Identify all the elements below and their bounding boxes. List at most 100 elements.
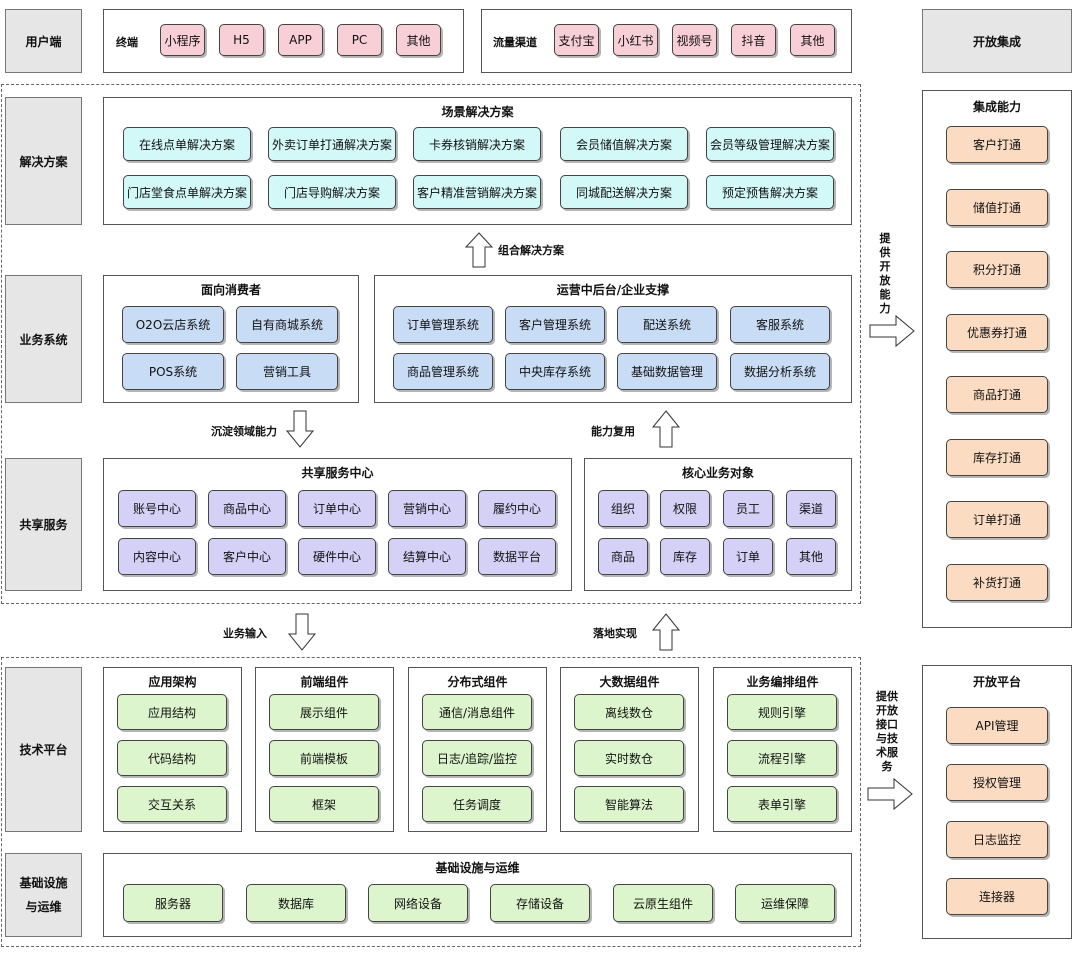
solution-chip[interactable]: 同城配送解决方案: [560, 175, 688, 209]
integration-chip[interactable]: 补货打通: [946, 564, 1048, 601]
business-chip[interactable]: 中央库存系统: [505, 353, 605, 390]
tech-chip[interactable]: 代码结构: [117, 740, 227, 776]
business-chip[interactable]: 商品管理系统: [393, 353, 493, 390]
open-platform-chip[interactable]: 授权管理: [946, 764, 1048, 801]
core-chip[interactable]: 渠道: [786, 490, 836, 527]
solution-chip[interactable]: 门店导购解决方案: [268, 175, 396, 209]
arrow-down-icon: [287, 613, 317, 651]
business-chip[interactable]: POS系统: [122, 353, 224, 390]
business-chip[interactable]: 客服系统: [730, 306, 830, 343]
arrow-label-provide-open: 提供开放能力: [879, 232, 891, 315]
infra-chip[interactable]: 运维保障: [735, 884, 835, 922]
core-chip[interactable]: 组织: [598, 490, 648, 527]
traffic-label: 流量渠道: [493, 36, 537, 49]
traffic-chip[interactable]: 抖音: [731, 24, 776, 56]
solution-chip[interactable]: 门店堂食点单解决方案: [123, 175, 251, 209]
business-chip[interactable]: 基础数据管理: [617, 353, 717, 390]
row-label-infra-line1: 基础设施: [19, 876, 68, 890]
shared-chip[interactable]: 营销中心: [388, 490, 466, 527]
tech-chip[interactable]: 表单引擎: [727, 786, 837, 822]
shared-chip[interactable]: 硬件中心: [298, 538, 376, 575]
solution-chip[interactable]: 在线点单解决方案: [123, 127, 251, 161]
integration-chip[interactable]: 商品打通: [946, 376, 1048, 413]
shared-chip[interactable]: 内容中心: [118, 538, 196, 575]
business-chip[interactable]: O2O云店系统: [122, 306, 224, 343]
terminal-chip[interactable]: PC: [337, 24, 382, 56]
traffic-chip[interactable]: 其他: [790, 24, 835, 56]
shared-chip[interactable]: 履约中心: [478, 490, 556, 527]
solution-chip[interactable]: 预定预售解决方案: [706, 175, 834, 209]
infra-chip[interactable]: 存储设备: [490, 884, 590, 922]
core-chip[interactable]: 商品: [598, 538, 648, 575]
tech-chip[interactable]: 框架: [269, 786, 379, 822]
business-chip[interactable]: 自有商城系统: [236, 306, 338, 343]
business-chip[interactable]: 数据分析系统: [730, 353, 830, 390]
tech-chip[interactable]: 实时数仓: [574, 740, 684, 776]
row-label-solution: 解决方案: [5, 97, 82, 225]
row-label-infra: 基础设施 与运维: [5, 853, 82, 937]
core-chip[interactable]: 权限: [660, 490, 710, 527]
tech-group-title: 大数据组件: [599, 675, 660, 689]
shared-chip[interactable]: 客户中心: [208, 538, 286, 575]
core-chip[interactable]: 订单: [723, 538, 773, 575]
tech-chip[interactable]: 规则引擎: [727, 694, 837, 730]
traffic-chip[interactable]: 视频号: [672, 24, 717, 56]
integration-chip[interactable]: 库存打通: [946, 439, 1048, 476]
terminal-label: 终端: [116, 36, 138, 49]
arrow-right-icon: [869, 314, 915, 348]
solution-chip[interactable]: 卡券核销解决方案: [413, 127, 541, 161]
solution-chip[interactable]: 客户精准营销解决方案: [413, 175, 541, 209]
infra-chip[interactable]: 数据库: [246, 884, 346, 922]
shared-chip[interactable]: 商品中心: [208, 490, 286, 527]
tech-chip[interactable]: 交互关系: [117, 786, 227, 822]
integration-title: 集成能力: [972, 100, 1021, 114]
tech-chip[interactable]: 应用结构: [117, 694, 227, 730]
tech-chip[interactable]: 智能算法: [574, 786, 684, 822]
infra-chip[interactable]: 服务器: [123, 884, 223, 922]
infra-chip[interactable]: 网络设备: [368, 884, 468, 922]
core-chip[interactable]: 员工: [723, 490, 773, 527]
core-chip[interactable]: 库存: [660, 538, 710, 575]
terminal-chip[interactable]: 其他: [396, 24, 441, 56]
business-chip[interactable]: 客户管理系统: [505, 306, 605, 343]
integration-chip[interactable]: 优惠券打通: [946, 314, 1048, 351]
tech-chip[interactable]: 通信/消息组件: [422, 694, 532, 730]
integration-chip[interactable]: 储值打通: [946, 189, 1048, 226]
traffic-chip[interactable]: 小红书: [613, 24, 658, 56]
solution-chip[interactable]: 外卖订单打通解决方案: [268, 127, 396, 161]
open-platform-chip[interactable]: API管理: [946, 707, 1048, 744]
business-chip[interactable]: 营销工具: [236, 353, 338, 390]
integration-chip[interactable]: 订单打通: [946, 501, 1048, 538]
shared-chip[interactable]: 账号中心: [118, 490, 196, 527]
arrow-right-icon: [867, 777, 913, 811]
arrow-down-icon: [285, 410, 315, 448]
open-platform-chip[interactable]: 日志监控: [946, 821, 1048, 858]
infra-chip[interactable]: 云原生组件: [613, 884, 713, 922]
shared-chip[interactable]: 结算中心: [388, 538, 466, 575]
terminal-chip[interactable]: 小程序: [160, 24, 205, 56]
tech-chip[interactable]: 展示组件: [269, 694, 379, 730]
shared-chip[interactable]: 数据平台: [478, 538, 556, 575]
terminal-chip[interactable]: APP: [278, 24, 323, 56]
shared-chip[interactable]: 订单中心: [298, 490, 376, 527]
tech-chip[interactable]: 任务调度: [422, 786, 532, 822]
arrow-up-icon: [651, 613, 681, 651]
integration-chip[interactable]: 积分打通: [946, 251, 1048, 288]
open-platform-chip[interactable]: 连接器: [946, 878, 1048, 915]
tech-group-title: 前端组件: [300, 675, 349, 689]
business-chip[interactable]: 订单管理系统: [393, 306, 493, 343]
business-chip[interactable]: 配送系统: [617, 306, 717, 343]
traffic-chip[interactable]: 支付宝: [554, 24, 599, 56]
tech-chip[interactable]: 流程引擎: [727, 740, 837, 776]
integration-chip[interactable]: 客户打通: [946, 126, 1048, 163]
tech-chip[interactable]: 日志/追踪/监控: [422, 740, 532, 776]
arrow-label-combine: 组合解决方案: [498, 244, 564, 257]
terminal-chip[interactable]: H5: [219, 24, 264, 56]
tech-chip[interactable]: 前端模板: [269, 740, 379, 776]
arrow-label-settle: 沉淀领域能力: [211, 425, 277, 438]
tech-chip[interactable]: 离线数仓: [574, 694, 684, 730]
solution-chip[interactable]: 会员等级管理解决方案: [706, 127, 834, 161]
core-chip[interactable]: 其他: [786, 538, 836, 575]
arrow-up-icon: [651, 410, 681, 448]
solution-chip[interactable]: 会员储值解决方案: [560, 127, 688, 161]
